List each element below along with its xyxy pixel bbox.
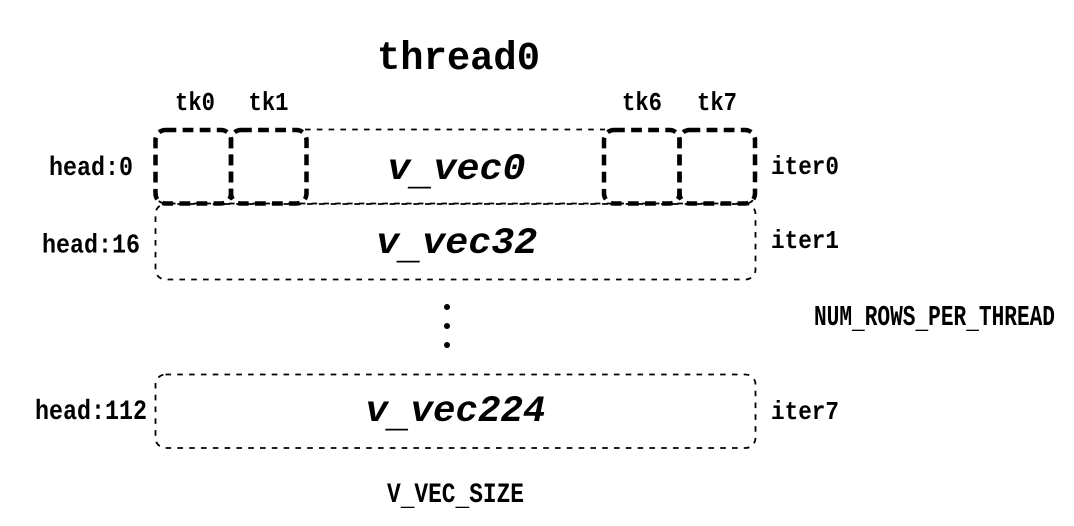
svg-text:tk1: tk1 <box>249 89 289 118</box>
svg-text:v_vec32: v_vec32 <box>376 223 537 271</box>
svg-text:head:16: head:16 <box>42 232 140 262</box>
svg-text:tk7: tk7 <box>697 89 737 118</box>
svg-text:NUM_ROWS_PER_THREAD: NUM_ROWS_PER_THREAD <box>814 301 1055 337</box>
svg-text:iter7: iter7 <box>771 397 839 427</box>
svg-text:tk0: tk0 <box>175 89 215 118</box>
svg-text:v_vec224: v_vec224 <box>366 391 546 439</box>
svg-text:head:112: head:112 <box>35 397 147 428</box>
svg-text:v_vec0: v_vec0 <box>388 149 526 197</box>
svg-text:V_VEC_SIZE: V_VEC_SIZE <box>387 480 524 514</box>
svg-text:head:0: head:0 <box>49 154 133 184</box>
svg-text:iter1: iter1 <box>771 226 839 256</box>
svg-text:thread0: thread0 <box>377 36 540 81</box>
svg-text:iter0: iter0 <box>771 152 839 182</box>
svg-text:tk6: tk6 <box>622 89 662 118</box>
